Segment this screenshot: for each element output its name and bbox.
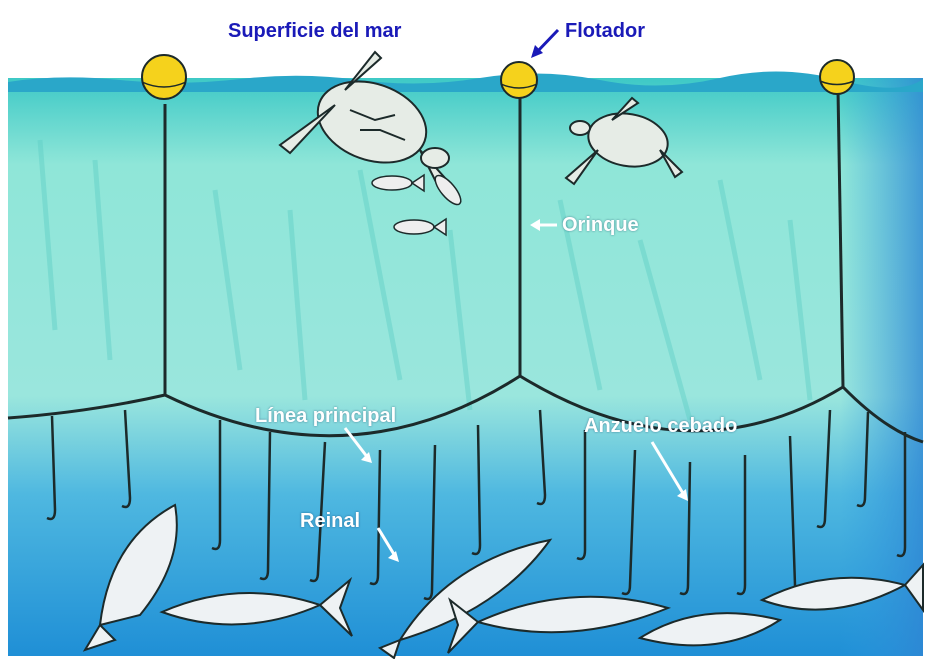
tuna-icon bbox=[637, 612, 783, 647]
arrow-linea-principal bbox=[343, 427, 370, 459]
branch-lines bbox=[163, 89, 845, 395]
arrow-anzuelo bbox=[650, 441, 686, 496]
main-line bbox=[7, 374, 924, 444]
tuna-icon bbox=[82, 503, 178, 652]
small-fish-icon bbox=[371, 173, 462, 237]
tuna-icon bbox=[759, 562, 924, 614]
arrow-flotador bbox=[531, 28, 560, 58]
sea-right-shade bbox=[840, 78, 923, 656]
label-sea-surface: Superficie del mar bbox=[228, 20, 402, 42]
float-icon bbox=[500, 61, 538, 99]
arrow-reinal bbox=[376, 527, 397, 557]
float-icon bbox=[819, 59, 855, 95]
sea-surface-line bbox=[8, 71, 923, 92]
label-float: Flotador bbox=[565, 20, 645, 42]
label-baited-hook: Anzuelo cebado bbox=[584, 415, 738, 437]
label-snood: Reinal bbox=[300, 510, 361, 532]
float-icon bbox=[141, 54, 187, 100]
snoods bbox=[46, 409, 907, 601]
label-main-line: Línea principal bbox=[255, 405, 397, 427]
label-branch-line: Orinque bbox=[562, 214, 639, 236]
tuna-icon bbox=[447, 595, 672, 654]
turtle-icon bbox=[278, 50, 450, 186]
water-streaks bbox=[37, 139, 813, 421]
pointer-arrows bbox=[343, 219, 688, 562]
tuna-icon bbox=[159, 576, 353, 637]
turtle-icon bbox=[564, 96, 684, 186]
